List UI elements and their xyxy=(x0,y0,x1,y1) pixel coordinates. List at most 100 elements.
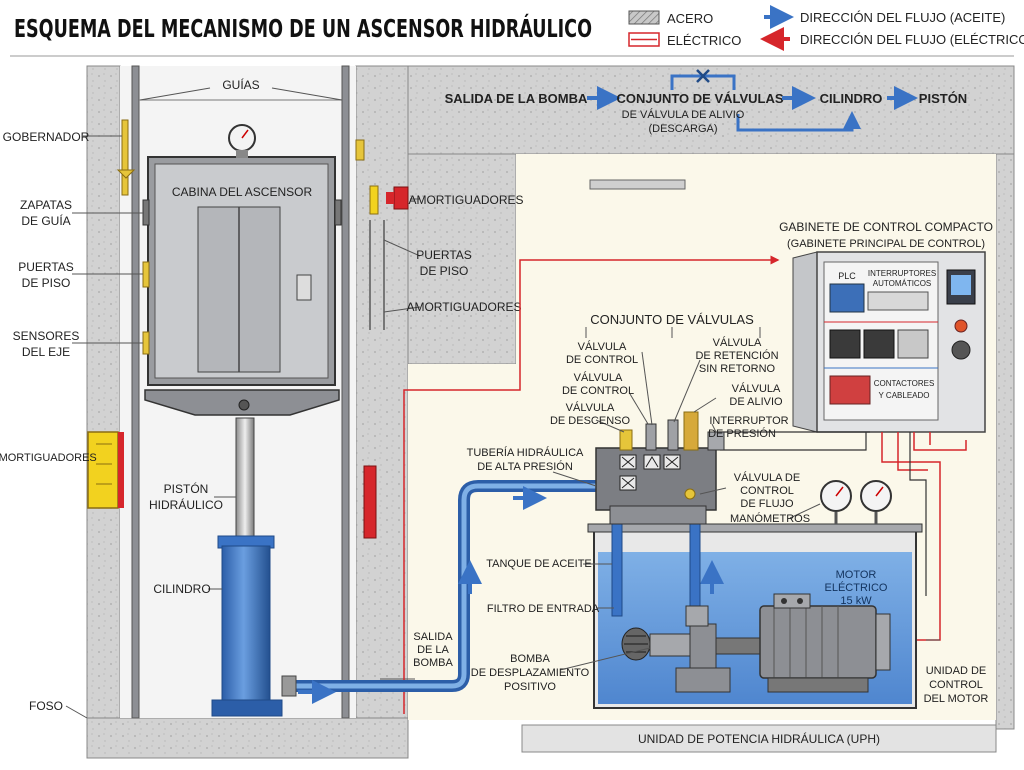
control-valve-icon xyxy=(643,454,661,470)
hp-pipe-label-1: TUBERÍA HIDRÁULICA xyxy=(467,446,584,459)
pit-label: FOSO xyxy=(29,699,63,713)
floor-doors-right-label-2: DE PISO xyxy=(420,264,469,278)
breakers-label-2: AUTOMÁTICOS xyxy=(873,279,932,288)
control-valve-b-label-1: VÁLVULA xyxy=(574,371,623,384)
check-valve-label-3: SIN RETORNO xyxy=(699,363,776,375)
floor-door-rail xyxy=(363,465,377,539)
legend-elec-label: DIRECCIÓN DEL FLUJO (ELÉCTRICO) xyxy=(800,32,1024,47)
legend-electric-label: ELÉCTRICO xyxy=(667,33,741,48)
pump-label-2: DE DESPLAZAMIENTO xyxy=(471,667,590,679)
flow-cylinder: CILINDRO xyxy=(820,91,883,106)
flow-pump-out: SALIDA DE LA BOMBA xyxy=(445,91,588,106)
pump-out-label-1: SALIDA xyxy=(413,631,453,643)
valves-header: CONJUNTO DE VÁLVULAS xyxy=(590,312,754,327)
concrete-structure xyxy=(86,65,1015,759)
breakers-module xyxy=(867,291,929,311)
hpu-footer-box xyxy=(521,724,997,753)
buffer-top-right xyxy=(393,186,409,210)
relief-text-2: (DESCARGA) xyxy=(648,123,717,135)
piston-label-1: PISTÓN xyxy=(164,481,209,496)
pump-out-label-3: BOMBA xyxy=(413,657,453,669)
control-cabinet xyxy=(792,251,986,433)
relief-valve-icon xyxy=(683,411,699,451)
pressure-switch-label-1: INTERRUPTOR xyxy=(709,415,788,427)
cabinet-title: GABINETE DE CONTROL COMPACTO xyxy=(779,220,993,234)
buffers-mid-label: AMORTIGUADORES xyxy=(406,300,521,314)
selector-switch-icon xyxy=(951,340,971,360)
control-valve-a-label-1: VÁLVULA xyxy=(578,340,627,353)
valve-block xyxy=(595,411,725,525)
flow-control-label-2: CONTROL xyxy=(740,485,794,497)
breakers-label-1: INTERRUPTORES xyxy=(868,269,936,278)
hpu-footer-label: UNIDAD DE POTENCIA HIDRÁULICA (UPH) xyxy=(638,731,880,746)
buffers-left-label: AMORTIGUADORES xyxy=(0,452,97,464)
flow-control-label-3: DE FLUJO xyxy=(740,498,794,510)
flow-relief-line xyxy=(736,111,861,132)
descent-valve-label-1: VÁLVULA xyxy=(566,401,615,414)
page-title: ESQUEMA DEL MECANISMO DE UN ASCENSOR HID… xyxy=(14,14,592,43)
flow-valves: CONJUNTO DE VÁLVULAS xyxy=(616,91,783,106)
pump-out-label-2: DE LA xyxy=(417,644,449,656)
plc-module xyxy=(829,283,865,313)
electric-line-main xyxy=(403,255,780,714)
motor-label-1: MOTOR xyxy=(836,569,877,581)
floor-doors-label-2: DE PISO xyxy=(22,276,71,290)
contactors-module xyxy=(829,375,871,405)
pressure-gauges xyxy=(820,480,892,524)
relief-valve-label-2: DE ALIVIO xyxy=(729,396,783,408)
coupling xyxy=(715,637,765,655)
relief-valve-label-1: VÁLVULA xyxy=(732,382,781,395)
tank-label: TANQUE DE ACEITE xyxy=(486,558,592,570)
sensors-label-1: SENSORES xyxy=(13,329,80,343)
guide-rail-right xyxy=(341,65,350,719)
guide-shoes-label-2: DE GUÍA xyxy=(21,213,70,228)
gauges-label: MANÓMETROS xyxy=(730,512,810,525)
guide-shoes-label-1: ZAPATAS xyxy=(20,198,72,212)
buffers-top-label: AMORTIGUADORES xyxy=(408,193,523,207)
contactors-label-1: CONTACTORES xyxy=(874,379,935,388)
flow-control-label-1: VÁLVULA DE xyxy=(734,471,800,484)
contactors-label-2: Y CABLEADO xyxy=(879,391,930,400)
displacement-pump xyxy=(689,623,717,669)
control-valve-b-label-2: DE CONTROL xyxy=(562,385,634,397)
buffer-left xyxy=(87,431,119,509)
floor-doors-right-label-1: PUERTAS xyxy=(416,248,472,262)
governor-device xyxy=(121,119,129,196)
piston-label-2: HIDRÁULICO xyxy=(149,497,223,512)
pump-label-1: BOMBA xyxy=(510,653,550,665)
governor-label: GOBERNADOR xyxy=(3,130,90,144)
motor-terminal-box xyxy=(773,593,811,609)
governor-icon xyxy=(116,169,136,179)
filter-label: FILTRO DE ENTRADA xyxy=(487,603,600,615)
hydraulic-piston xyxy=(235,417,255,543)
pressure-switch-label-2: DE PRESIÓN xyxy=(708,427,776,440)
motor-ctrl-label-1: UNIDAD DE xyxy=(926,665,987,677)
motor-label-3: 15 kW xyxy=(840,595,872,607)
motor-label-2: ELÉCTRICO xyxy=(825,581,888,594)
control-valve-a-label-2: DE CONTROL xyxy=(566,354,638,366)
descent-valve-label-2: DE DESCENSO xyxy=(550,415,631,427)
legend-oil-label: DIRECCIÓN DEL FLUJO (ACEITE) xyxy=(800,10,1005,25)
call-panel-icon xyxy=(296,274,312,301)
flow-piston: PISTÓN xyxy=(919,91,967,106)
check-valve-label-1: VÁLVULA xyxy=(713,336,762,349)
motor-ctrl-label-2: CONTROL xyxy=(929,679,983,691)
motor-ctrl-label-3: DEL MOTOR xyxy=(924,693,989,705)
pump-label-3: POSITIVO xyxy=(504,681,556,693)
cylinder-label: CILINDRO xyxy=(153,582,210,596)
sensors-label-2: DEL EJE xyxy=(22,345,70,359)
check-valve-label-2: DE RETENCIÓN xyxy=(695,349,778,362)
indicator-light-icon xyxy=(954,319,968,333)
ceiling-light xyxy=(589,179,686,190)
cabin-label: CABINA DEL ASCENSOR xyxy=(172,185,313,199)
floor-doors-label-1: PUERTAS xyxy=(18,260,74,274)
relief-text-1: DE VÁLVULA DE ALIVIO xyxy=(622,108,745,121)
flow-control-icon xyxy=(684,488,696,500)
guides-label: GUÍAS xyxy=(222,77,259,92)
bypass-valve-icon xyxy=(696,69,710,83)
legend-steel-label: ACERO xyxy=(667,11,713,26)
hydraulic-cylinder xyxy=(221,545,271,717)
pump-body xyxy=(649,633,691,657)
